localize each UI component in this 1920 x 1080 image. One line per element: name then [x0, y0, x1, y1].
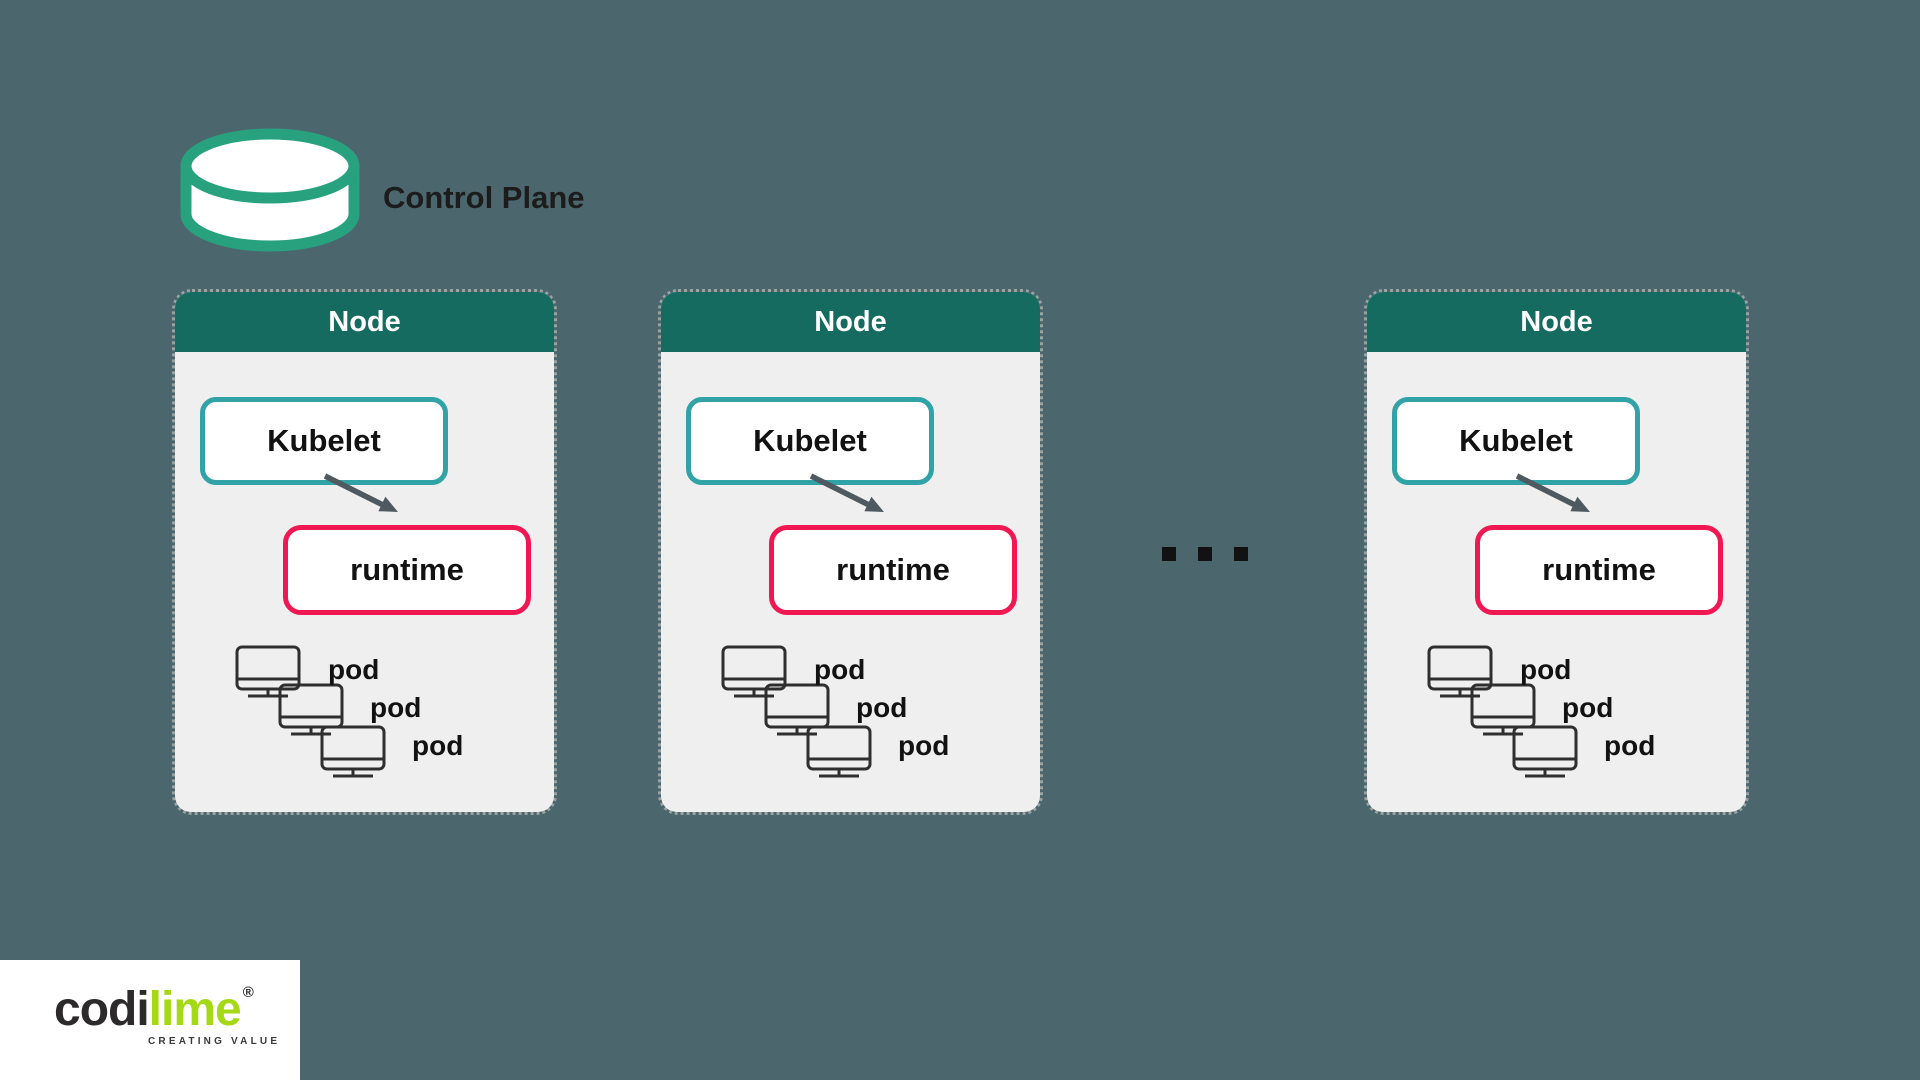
node-body: Node Kubelet runtime: [661, 292, 1040, 812]
pod-monitor-icon: [764, 683, 830, 736]
brand-suffix: lime: [148, 983, 242, 1036]
control-plane-label: Control Plane: [383, 180, 585, 215]
registered-trademark-icon: ®: [242, 984, 254, 1001]
node-header: Node: [175, 292, 554, 352]
pod-monitor-icon: [1470, 683, 1536, 736]
ellipsis-dot: [1234, 547, 1248, 561]
runtime-label: runtime: [836, 552, 950, 587]
codilime-logo: codilime® CREATING VALUE: [0, 960, 300, 1080]
node-title: Node: [814, 305, 887, 338]
pod-label: pod: [370, 692, 422, 723]
runtime-box: runtime: [283, 525, 531, 615]
pod-label: pod: [1520, 654, 1572, 685]
kubelet-to-runtime-arrow-icon: [809, 473, 884, 512]
pod-monitor-icon: [320, 725, 386, 778]
pod-label: pod: [814, 654, 866, 685]
ellipsis-dot: [1198, 547, 1212, 561]
runtime-label: runtime: [350, 552, 464, 587]
node-header: Node: [661, 292, 1040, 352]
kubelet-box: Kubelet: [200, 397, 448, 485]
ellipsis-icon: [1162, 547, 1248, 561]
pod-label: pod: [1562, 692, 1614, 723]
runtime-box: runtime: [1475, 525, 1723, 615]
kubelet-box: Kubelet: [686, 397, 934, 485]
node-card-3: Node Kubelet runtime: [1364, 289, 1749, 815]
node-title: Node: [328, 305, 401, 338]
node-body: Node Kubelet runtime: [1367, 292, 1746, 812]
node-card-1: Node Kubelet runtime: [172, 289, 557, 815]
logo-tagline: CREATING VALUE: [148, 1036, 281, 1047]
ellipsis-dot: [1162, 547, 1176, 561]
pod-label: pod: [412, 730, 464, 761]
pod-label: pod: [328, 654, 380, 685]
codilime-wordmark: codilime®: [54, 982, 254, 1037]
pod-monitor-icon: [278, 683, 344, 736]
kubelet-label: Kubelet: [753, 423, 867, 458]
kubelet-box: Kubelet: [1392, 397, 1640, 485]
node-card-2: Node Kubelet runtime: [658, 289, 1043, 815]
runtime-label: runtime: [1542, 552, 1656, 587]
kubelet-to-runtime-arrow-icon: [1515, 473, 1590, 512]
runtime-box: runtime: [769, 525, 1017, 615]
kubelet-to-runtime-arrow-icon: [323, 473, 398, 512]
brand-prefix: codi: [54, 983, 150, 1036]
kubelet-label: Kubelet: [267, 423, 381, 458]
node-body: Node Kubelet runtime: [175, 292, 554, 812]
pod-monitor-icon: [806, 725, 872, 778]
pod-label: pod: [1604, 730, 1656, 761]
node-header: Node: [1367, 292, 1746, 352]
kubelet-label: Kubelet: [1459, 423, 1573, 458]
pod-monitor-icon: [1512, 725, 1578, 778]
pod-label: pod: [898, 730, 950, 761]
pod-label: pod: [856, 692, 908, 723]
database-cylinder-icon: [180, 128, 360, 252]
node-title: Node: [1520, 305, 1593, 338]
